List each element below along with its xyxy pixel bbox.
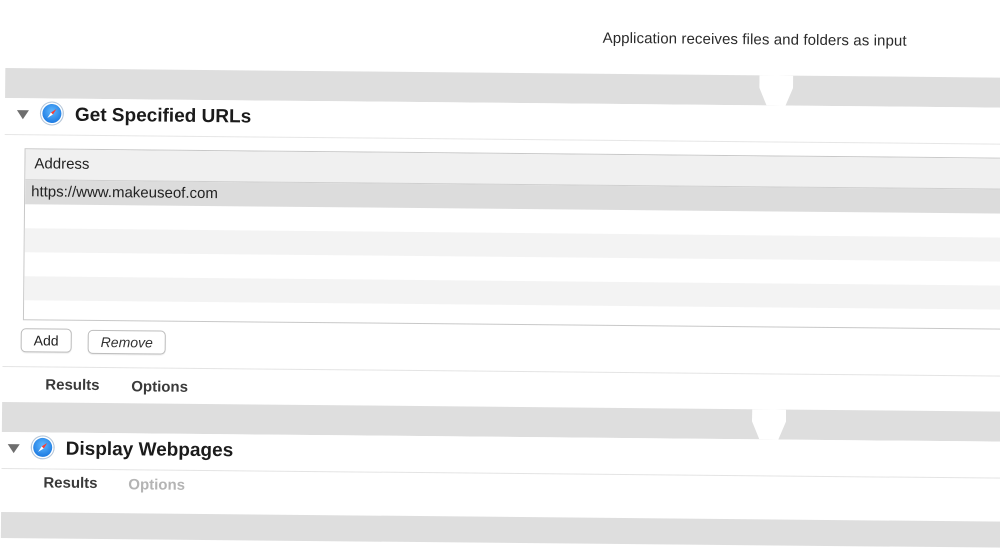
url-cell[interactable]: https://www.makeuseof.com [31,183,218,203]
action-header: Display Webpages [2,432,1000,478]
safari-compass-icon [31,436,54,459]
action-header: Get Specified URLs [4,98,1000,145]
remove-button[interactable]: Remove [87,329,166,355]
add-button[interactable]: Add [20,328,72,353]
tab-results[interactable]: Results [45,376,100,394]
disclosure-triangle-icon[interactable] [7,444,20,454]
divider [4,134,1000,145]
column-header-address[interactable]: Address [34,155,90,173]
action-title: Get Specified URLs [74,104,252,128]
url-table[interactable]: Address https://www.makeuseof.com [22,148,1000,330]
input-caption: Application receives files and folders a… [602,29,907,50]
disclosure-triangle-icon[interactable] [16,110,29,120]
divider [2,366,1000,377]
tab-options: Options [128,476,186,494]
action-title: Display Webpages [65,438,234,462]
action-get-specified-urls: Get Specified URLs Address https://www.m… [2,98,1000,412]
action-display-webpages: Display Webpages Results Options [1,432,1000,522]
tab-options[interactable]: Options [131,378,189,396]
tab-results[interactable]: Results [43,474,98,492]
safari-compass-icon [40,102,64,125]
